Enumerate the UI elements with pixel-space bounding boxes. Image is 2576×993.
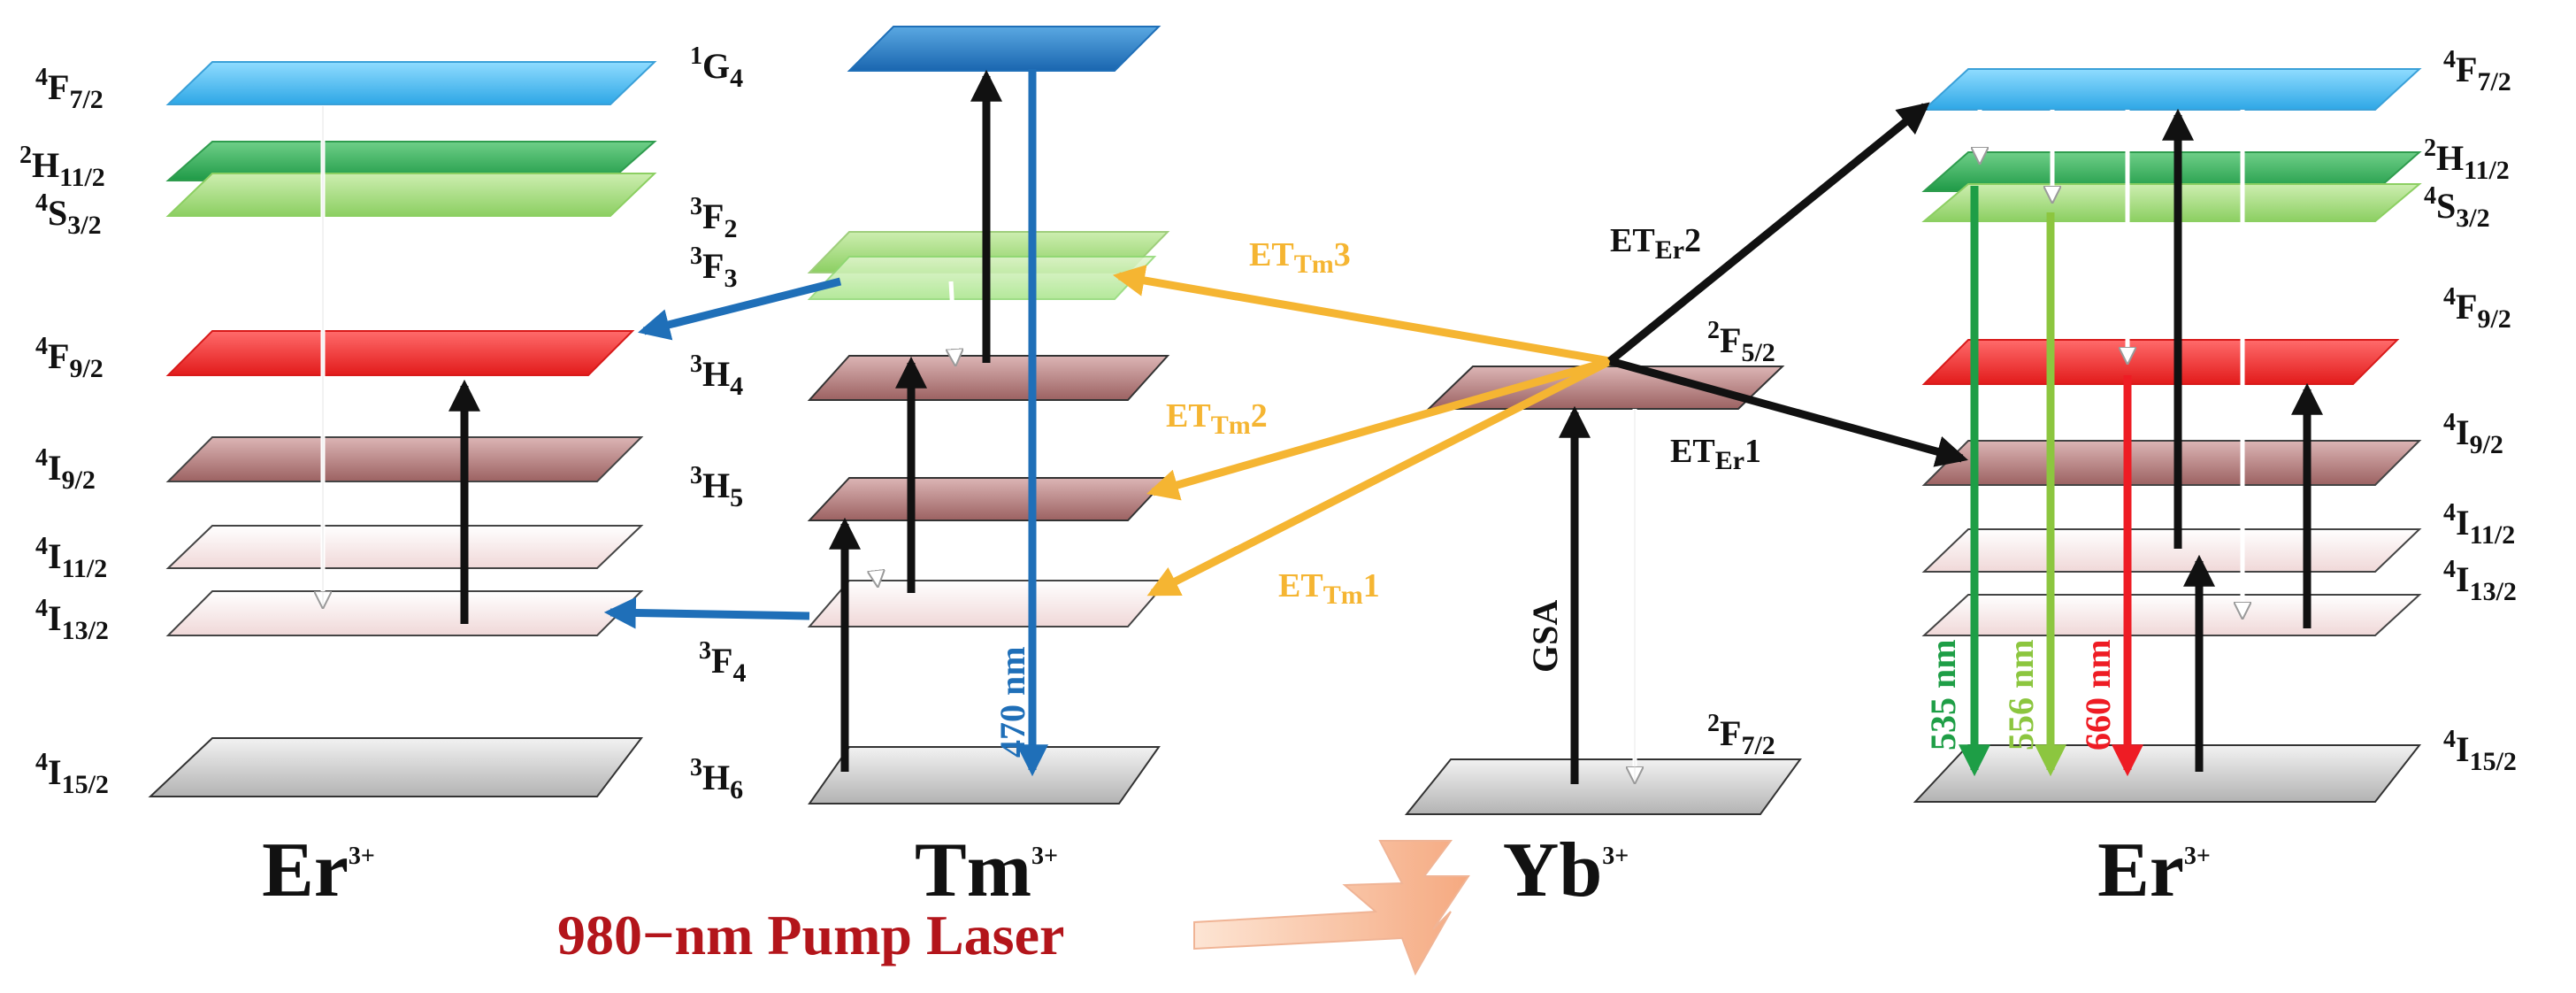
tm-3f3-nonradiative-arrow (951, 281, 955, 363)
er-right-label-4f92: 4F9/2 (2443, 283, 2511, 334)
er-right-levels (1913, 68, 2422, 803)
er-right-label-2h112: 2H11/2 (2424, 135, 2510, 185)
er-left-label-4f72: 4F7/2 (35, 64, 104, 114)
er-left-level-4i112 (165, 525, 644, 569)
ion-label-tm: Tm3+ (915, 828, 1058, 913)
er-left-label-4i92: 4I9/2 (35, 444, 96, 495)
er-right-label-4s32: 4S3/2 (2424, 182, 2490, 233)
tm-label-3f3: 3F3 (690, 242, 737, 293)
tm-to-er-3f4-transfer-arrow (603, 597, 810, 629)
er-left-levels (148, 61, 657, 797)
er-left-level-4f92 (165, 330, 635, 376)
tm-level-3f4 (807, 580, 1170, 627)
tm-arrows (603, 69, 1048, 777)
pump-laser-label: 980−nm Pump Laser (557, 904, 1064, 966)
er-right-label-4f72: 4F7/2 (2443, 46, 2511, 96)
tm-to-er-3f3-transfer-arrow (638, 277, 842, 341)
et-tm3-arrow (1112, 265, 1611, 366)
yb-levels (1404, 366, 1802, 815)
er-right-level-4s32 (1921, 183, 2422, 222)
yb-arrows (1559, 405, 1635, 784)
ion-label-er-right: Er3+ (2097, 828, 2211, 913)
er-right-label-4i152: 4I15/2 (2443, 726, 2517, 776)
tm-level-3h5 (807, 477, 1170, 521)
er-right-level-4f92 (1921, 339, 2400, 385)
er-right-level-4i132 (1921, 594, 2422, 636)
tm-label-3h5: 3H5 (690, 462, 743, 512)
er-left-level-4i152 (148, 737, 644, 797)
er-left-label-4i112: 4I11/2 (35, 533, 107, 583)
er-right-label-4i92: 4I9/2 (2443, 409, 2503, 459)
et-tm1-label: ETTm1 (1278, 567, 1380, 610)
yb-label-2f52: 2F5/2 (1707, 317, 1775, 367)
tm-label-1g4: 1G4 (690, 42, 743, 93)
er-left-level-4s32 (165, 173, 657, 217)
et-er1-label: ETEr1 (1670, 433, 1761, 475)
yb-level-2f52 (1426, 366, 1785, 410)
emission-label-660nm: 660 nm (2078, 639, 2118, 751)
et-er2-label: ETEr2 (1610, 222, 1701, 265)
yb-level-2f72 (1404, 758, 1802, 815)
yb-label-2f72: 2F7/2 (1707, 710, 1775, 760)
er-right-arrows (1959, 108, 2323, 777)
pump-lightning-icon (1193, 840, 1470, 976)
er-left-level-4i132 (165, 590, 644, 636)
er-left-arrows (323, 106, 480, 624)
et-tm2-arrow (1146, 357, 1612, 501)
tm-level-3f3 (807, 256, 1157, 300)
er-right-label-4i132: 4I13/2 (2443, 556, 2517, 606)
er-left-label-4f92: 4F9/2 (35, 333, 104, 383)
er-right-label-4i112: 4I11/2 (2443, 499, 2515, 550)
tm-3h5-nonradiative-arrow (871, 528, 878, 584)
et-tm3-label: ETTm3 (1249, 236, 1351, 279)
tm-label-3h6: 3H6 (690, 754, 743, 804)
tm-level-1g4 (847, 26, 1162, 72)
tm-label-3f2: 3F2 (690, 193, 737, 243)
er-right-level-4i112 (1921, 528, 2422, 573)
et-tm2-label: ETTm2 (1166, 397, 1268, 440)
emission-label-556nm: 556 nm (2001, 639, 2041, 751)
er-left-label-4i152: 4I15/2 (35, 749, 109, 799)
er-right-level-4f72 (1921, 68, 2422, 111)
labels: 4F7/22H11/24S3/24F9/24I9/24I11/24I13/24I… (19, 42, 2517, 966)
et-er2-arrow (1607, 102, 1930, 365)
er-left-level-4i92 (165, 436, 644, 482)
er-left-level-4f72 (165, 61, 657, 105)
er-left-label-4s32: 4S3/2 (35, 189, 102, 240)
ion-label-yb: Yb3+ (1503, 828, 1629, 913)
er-left-label-4i132: 4I13/2 (35, 595, 109, 645)
energy-transfer-arrows (1112, 102, 1968, 597)
gsa-label: GSA (1525, 600, 1565, 673)
er-left-label-2h112: 2H11/2 (19, 142, 105, 192)
tm-label-3f4: 3F4 (699, 637, 746, 688)
er-right-level-4i92 (1921, 440, 2422, 486)
er-right-level-4i152 (1913, 744, 2422, 803)
emission-label-535nm: 535 nm (1923, 639, 1963, 751)
ion-label-er-left: Er3+ (262, 828, 375, 913)
tm-label-3h4: 3H4 (690, 350, 743, 401)
tm-level-3h6 (808, 746, 1161, 804)
et-er1-arrow (1608, 357, 1968, 467)
et-tm1-arrow (1146, 357, 1613, 597)
emission-label-470nm: 470 nm (993, 646, 1032, 758)
